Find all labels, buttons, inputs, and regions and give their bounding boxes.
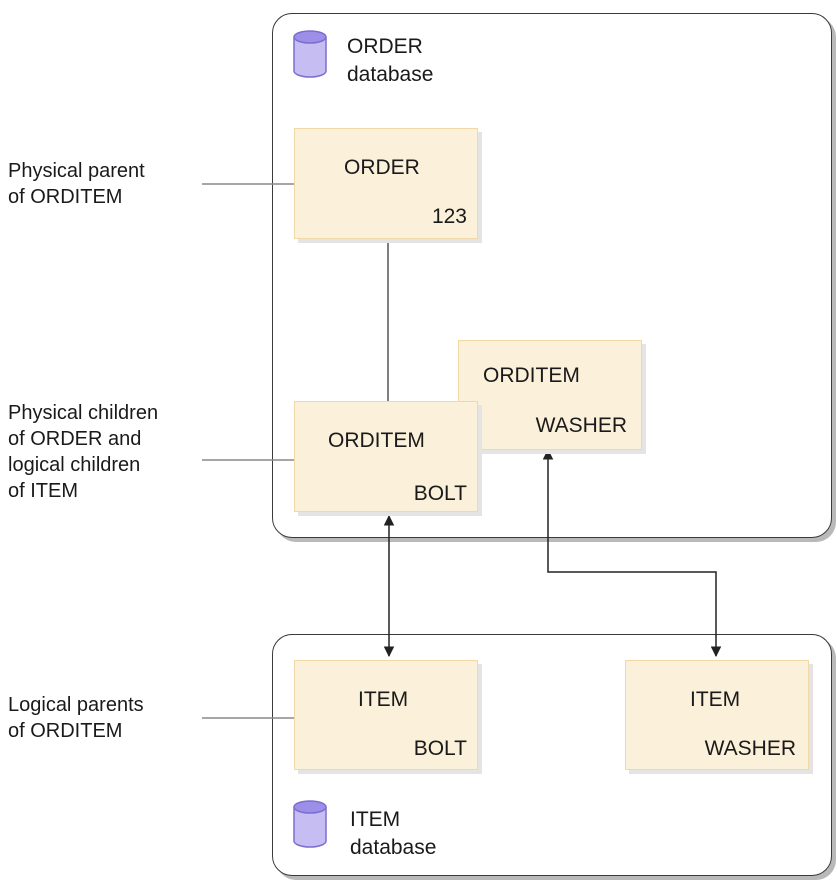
segment-item-washer: ITEM WASHER: [625, 660, 809, 770]
label-line: of ITEM: [8, 480, 79, 502]
segment-name: ITEM: [358, 688, 409, 711]
order-database-icon: [293, 30, 327, 78]
label-line: of ORDER and: [8, 428, 142, 450]
label-logical-parents: Logical parents of ORDITEM: [8, 692, 144, 744]
label-line: Physical children: [8, 402, 159, 424]
label-line: of ORDITEM: [8, 186, 123, 208]
item-database-line1: ITEM: [350, 808, 401, 831]
item-database-line2: database: [350, 836, 437, 859]
label-line: Logical parents: [8, 694, 144, 716]
segment-key: WASHER: [704, 737, 796, 760]
segment-key: BOLT: [413, 737, 467, 760]
segment-key: 123: [431, 205, 467, 228]
segment-key: WASHER: [535, 414, 627, 437]
segment-orditem-washer: ORDITEM WASHER: [458, 340, 642, 450]
item-database-title: ITEM database: [350, 806, 436, 862]
segment-order-123: ORDER 123: [294, 128, 478, 239]
washer-logical-relationship-arrow: [542, 448, 722, 658]
item-database-icon: [293, 800, 327, 848]
order-database-title: ORDER database: [347, 33, 433, 89]
segment-name: ORDER: [344, 156, 420, 179]
label-line: logical children: [8, 454, 141, 476]
segment-key: BOLT: [413, 482, 467, 505]
label-physical-parent: Physical parent of ORDITEM: [8, 158, 145, 210]
segment-orditem-bolt: ORDITEM BOLT: [294, 401, 478, 512]
order-database-line2: database: [347, 63, 434, 86]
segment-name: ITEM: [690, 688, 741, 711]
segment-item-bolt: ITEM BOLT: [294, 660, 478, 770]
segment-name: ORDITEM: [328, 429, 425, 452]
label-line: of ORDITEM: [8, 720, 123, 742]
label-line: Physical parent: [8, 160, 145, 182]
segment-name: ORDITEM: [483, 364, 580, 387]
order-database-line1: ORDER: [347, 35, 423, 58]
label-physical-children: Physical children of ORDER and logical c…: [8, 400, 158, 504]
